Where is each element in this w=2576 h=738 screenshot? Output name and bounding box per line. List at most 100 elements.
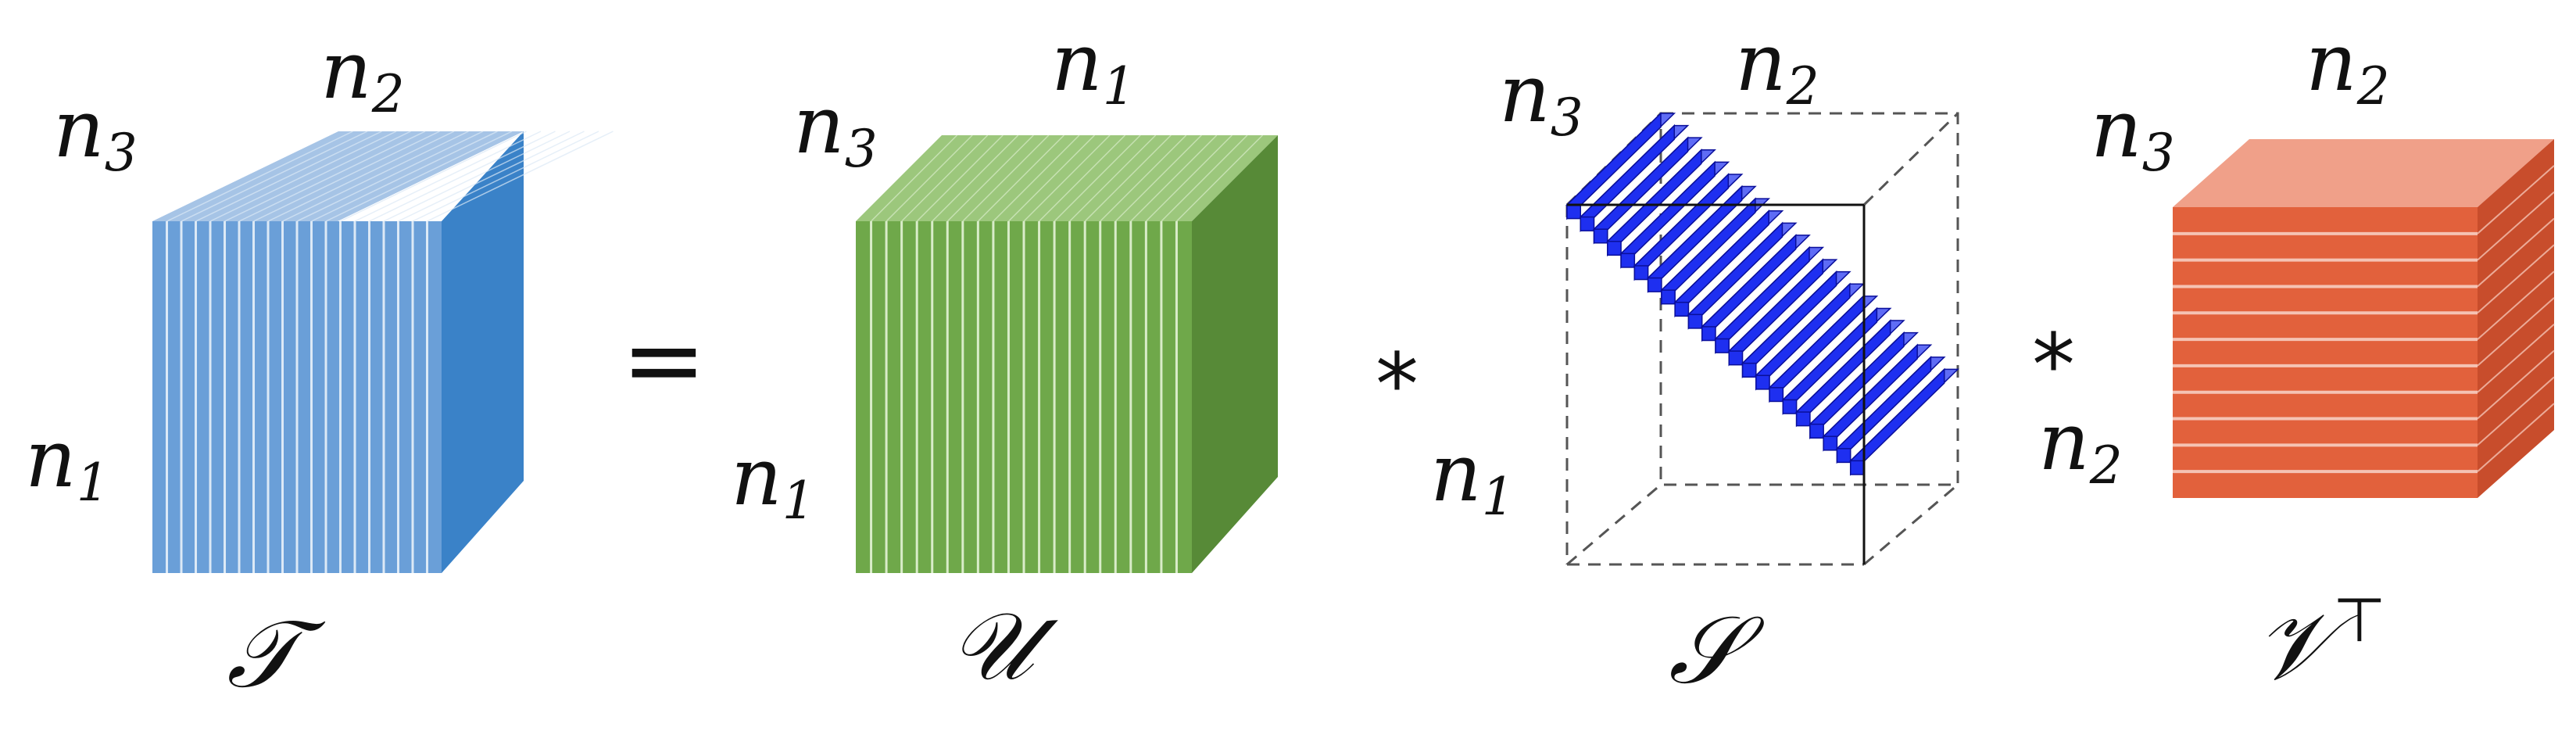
tensor-u-slice-top-line xyxy=(1130,134,1218,222)
u-dim-top-label: n1 xyxy=(1051,16,1136,116)
tensor-s-slice-front xyxy=(1849,460,1865,475)
tensor-s-slice-front xyxy=(1661,289,1676,305)
tensor-v-slice-side-line xyxy=(2477,297,2555,367)
tensor-v-top-face xyxy=(2173,139,2554,207)
tensor-u-slice-top-line xyxy=(946,134,1034,222)
tensor-s-slice-front xyxy=(1566,204,1582,220)
tensor-s-slice-front xyxy=(1755,374,1770,390)
tensor-s-slice-front xyxy=(1593,228,1608,244)
tensor-t-slice-top-line xyxy=(311,131,498,222)
tensor-s-slice-front xyxy=(1620,253,1636,268)
tensor-u-slice-top-line xyxy=(1175,134,1263,222)
s-dim-depth-label: n3 xyxy=(1499,48,1583,148)
tensor-s-slice-front xyxy=(1674,301,1690,317)
tensor-u-slice-top-line xyxy=(993,134,1080,222)
tensor-v-slice-side-line xyxy=(2477,270,2555,340)
tensor-s-slice-front xyxy=(1741,362,1757,378)
tensor-u-slice-top-line xyxy=(962,134,1050,222)
tensor-s-slice-front xyxy=(1769,387,1784,403)
tensor-s-edge xyxy=(1862,112,1959,206)
tensor-t-slice-top-line xyxy=(354,131,542,222)
product-star-2: * xyxy=(2032,315,2075,415)
tensor-u-slice-top-line xyxy=(1114,134,1202,222)
tensor-v-slice-side-line xyxy=(2477,349,2555,420)
tensor-s-slice-front xyxy=(1795,411,1811,427)
tensor-v-slice-side-line xyxy=(2477,323,2555,393)
tensor-s-slice-front xyxy=(1607,241,1622,256)
v-dim-top-label: n2 xyxy=(2306,16,2390,116)
tensor-t-slice-top-line xyxy=(325,131,513,222)
tensor-t-slice-top-line xyxy=(340,131,527,222)
equals-sign: = xyxy=(621,300,707,419)
tensor-u-slice-top-line xyxy=(1007,134,1095,222)
tensor-u-slice-top-line xyxy=(871,134,958,222)
tensor-v-slice-side-line xyxy=(2477,191,2555,261)
s-tensor-name: 𝒮 xyxy=(1669,596,1765,705)
tensor-s-slice-front xyxy=(1728,350,1744,366)
tensor-s-slice-front xyxy=(1836,448,1852,464)
tensor-v-slice-side-line xyxy=(2477,217,2555,288)
tensor-s-slice-front xyxy=(1701,326,1716,342)
tensor-t-slice-top-line xyxy=(369,131,556,222)
tensor-t-slice-top-line xyxy=(296,131,484,222)
tensor-u-slices xyxy=(870,134,1263,573)
s-dim-top-label: n2 xyxy=(1735,16,1819,116)
tensor-u-slice-top-line xyxy=(1100,134,1187,222)
tensor-t-cube xyxy=(152,131,614,573)
tensor-t-slice-top-line xyxy=(209,131,397,222)
tensor-t-slice-top-line xyxy=(181,131,368,222)
tensor-t-slice-top-line xyxy=(398,131,585,222)
product-star-1: * xyxy=(1376,335,1419,435)
tensor-t-slice-top-line xyxy=(253,131,440,222)
tensor-v-front-face xyxy=(2173,207,2478,498)
tensor-s-slice-front xyxy=(1633,265,1649,281)
tensor-s-slice-front xyxy=(1715,338,1730,353)
tensor-u-slice-top-line xyxy=(1084,134,1172,222)
t-tensor-name: 𝒯 xyxy=(227,600,326,709)
tensor-t-slices xyxy=(166,131,614,573)
tensor-t-side-face xyxy=(442,131,524,573)
tensor-v-cube xyxy=(2173,139,2555,498)
tensor-v-slice-side-line xyxy=(2477,244,2555,314)
tensor-s-edge xyxy=(1863,483,1959,566)
tensor-u-slice-top-line xyxy=(1039,134,1126,222)
tensor-t-slice-top-line xyxy=(166,131,353,222)
tensor-u-slice-top-line xyxy=(901,134,989,222)
tensor-u-slice-top-line xyxy=(977,134,1064,222)
tensor-t-slice-top-line xyxy=(195,131,382,222)
tensor-s-slice-front xyxy=(1580,216,1595,231)
tensor-u-slice-top-line xyxy=(916,134,1004,222)
tensor-s-cube xyxy=(1565,112,1959,566)
tensor-v-side-face xyxy=(2478,139,2554,498)
tensor-u-slice-top-line xyxy=(1069,134,1157,222)
u-dim-depth-label: n3 xyxy=(793,79,878,179)
v-tensor-name: 𝒱⊤ xyxy=(2255,586,2386,701)
tensor-s-slice-front xyxy=(1687,313,1703,329)
tensor-t-slice-top-line xyxy=(282,131,469,222)
s-dim-left-label: n1 xyxy=(1430,427,1515,527)
v-dim-depth-label: n3 xyxy=(2091,83,2175,183)
tensor-u-slice-top-line xyxy=(932,134,1019,222)
tensor-t-slice-top-line xyxy=(412,131,599,222)
u-tensor-name: 𝒰 xyxy=(950,593,1058,701)
tensor-u-slice-top-line xyxy=(1161,134,1248,222)
tensor-s-edge xyxy=(1566,483,1662,566)
tensor-s-front-edges xyxy=(1567,203,1866,564)
tensor-s-slice-front xyxy=(1782,399,1798,414)
tensor-s-slice-front xyxy=(1823,435,1838,451)
tensor-v-slices xyxy=(2173,165,2555,474)
tensor-u-slice-top-line xyxy=(1054,134,1141,222)
tensor-u-cube xyxy=(856,134,1278,573)
tensor-s-back-face xyxy=(1659,112,1959,486)
t-dim-top-label: n2 xyxy=(320,24,405,124)
tensor-s-diagonal-slices xyxy=(1565,112,1959,476)
tensor-u-slice-top-line xyxy=(1023,134,1111,222)
tensor-t-slice-top-line xyxy=(383,131,571,222)
tensor-s-slice-front xyxy=(1647,277,1662,292)
tensor-v-slice-side-line xyxy=(2477,403,2555,472)
tensor-t-slice-top-line xyxy=(267,131,455,222)
v-dim-left-label: n2 xyxy=(2038,396,2123,496)
t-dim-left-label: n1 xyxy=(25,413,109,513)
